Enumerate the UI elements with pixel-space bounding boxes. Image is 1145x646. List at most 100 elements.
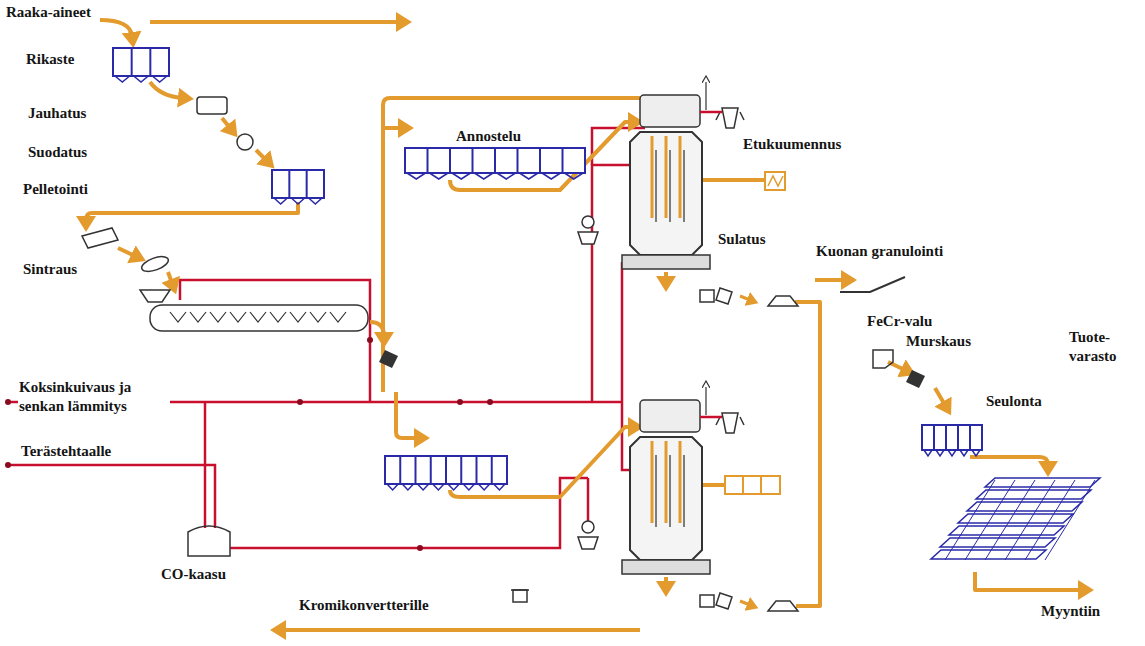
furnace-body [630, 437, 702, 560]
furnace-base [622, 560, 710, 574]
storage-bins [272, 170, 324, 204]
process-label: Murskaus [905, 332, 972, 351]
store-shelf [958, 514, 1073, 523]
store-shelf [967, 502, 1082, 511]
sinter-grate [190, 312, 206, 322]
store-divider [985, 480, 1035, 560]
process-label: Sintraus [22, 260, 78, 279]
sinter-grate [290, 312, 306, 322]
bin-row [385, 456, 507, 484]
bin-row [113, 48, 169, 76]
electrode [669, 455, 671, 527]
bin-outlet [924, 450, 932, 456]
process-label: Suodatus [27, 143, 88, 162]
bin-outlet [448, 484, 459, 490]
tap-flow [664, 577, 668, 585]
store-divider [1045, 480, 1095, 560]
sinter-grate [210, 312, 226, 322]
storage-bins [385, 456, 507, 490]
store-divider [965, 480, 1015, 560]
sinter-grate [330, 312, 346, 322]
bin-outlet [520, 173, 539, 179]
preheater [640, 400, 700, 432]
storage-bins [922, 425, 982, 456]
electrode [679, 136, 682, 218]
store-divider [1005, 480, 1055, 560]
tap-flow [664, 272, 668, 280]
bin-outlet [542, 173, 561, 179]
process-label: Rikaste [25, 50, 75, 69]
bin-divider [288, 170, 290, 198]
equipment-icons [82, 97, 925, 602]
bin-divider [149, 48, 151, 76]
store-shelf [949, 526, 1064, 535]
ladles [700, 593, 732, 609]
bin-divider [517, 148, 519, 173]
bin-divider [131, 48, 133, 76]
furnace [578, 387, 798, 611]
process-label: Annostelu [455, 127, 522, 146]
bin-divider [933, 425, 935, 450]
bin-outlet [152, 76, 167, 82]
process-label: Kuonan granulointi [815, 242, 944, 261]
bin-outlet [936, 450, 944, 456]
furnace [578, 82, 798, 306]
bin-outlet [291, 198, 304, 204]
process-label: Myyntiin [1040, 602, 1101, 621]
bin-outlet [452, 173, 471, 179]
store-divider [1025, 480, 1075, 560]
process-label: Jauhatus [27, 104, 87, 123]
process-label: Raaka-aineet [5, 3, 92, 22]
sinter-grate [270, 312, 286, 322]
bin-outlet [494, 484, 505, 490]
bin-divider [562, 148, 564, 173]
electrode [679, 441, 682, 523]
bin-divider [306, 170, 308, 198]
sinter-grate [170, 312, 186, 322]
bin-outlet [433, 484, 444, 490]
sinter-grate [250, 312, 266, 322]
electrode [683, 455, 685, 527]
bin-outlet [418, 484, 429, 490]
electrode [669, 150, 671, 222]
scrubber [578, 232, 598, 244]
preheater [640, 95, 700, 127]
bin-divider [957, 425, 959, 450]
electrode [655, 150, 657, 222]
store-divider [945, 480, 995, 560]
bin-divider [427, 148, 429, 173]
process-label: Koksinkuivaus ja senkan lämmitys [18, 378, 170, 416]
process-label: Pelletointi [22, 180, 89, 199]
chimney [705, 82, 706, 110]
material-flows [86, 20, 1082, 630]
bin-divider [491, 456, 493, 484]
bin-divider [415, 456, 417, 484]
furnace-base [622, 255, 710, 269]
generated-equipment [113, 48, 1100, 611]
gas-line [700, 416, 722, 419]
bin-outlet [475, 173, 494, 179]
sinter-grate [230, 312, 246, 322]
bin-row [922, 425, 982, 450]
process-label: Sulatus [717, 230, 767, 249]
process-label: FeCr-valu [866, 312, 933, 331]
bin-divider [399, 456, 401, 484]
storage-bins [113, 48, 169, 82]
store-shelf [985, 478, 1100, 487]
ladles [700, 288, 732, 304]
electrode [651, 441, 654, 523]
bin-divider [539, 148, 541, 173]
bin-row [405, 148, 585, 173]
bin-outlet [430, 173, 449, 179]
tap-flow [740, 601, 750, 605]
bin-outlet [309, 198, 322, 204]
electrode [683, 150, 685, 222]
chimney [705, 387, 706, 415]
bin-row [272, 170, 324, 198]
process-label: Seulonta [985, 392, 1043, 411]
bin-divider [445, 456, 447, 484]
cyclone [582, 521, 594, 533]
storage-bins [405, 148, 585, 179]
